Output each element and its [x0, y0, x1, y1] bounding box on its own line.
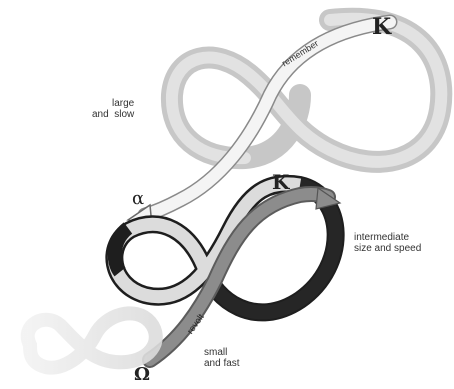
large-loop-k-symbol: K — [372, 14, 391, 40]
small-loop — [28, 313, 156, 367]
large-loop — [172, 19, 441, 162]
large-loop-caption: large and slow — [92, 98, 134, 120]
mid-loop-alpha-symbol: α — [132, 188, 144, 209]
mid-loop-k-symbol: K — [272, 170, 289, 194]
small-loop-caption: small and fast — [204, 347, 240, 369]
mid-loop-caption: intermediate size and speed — [354, 232, 421, 254]
small-loop-omega-symbol: Ω — [134, 364, 150, 385]
